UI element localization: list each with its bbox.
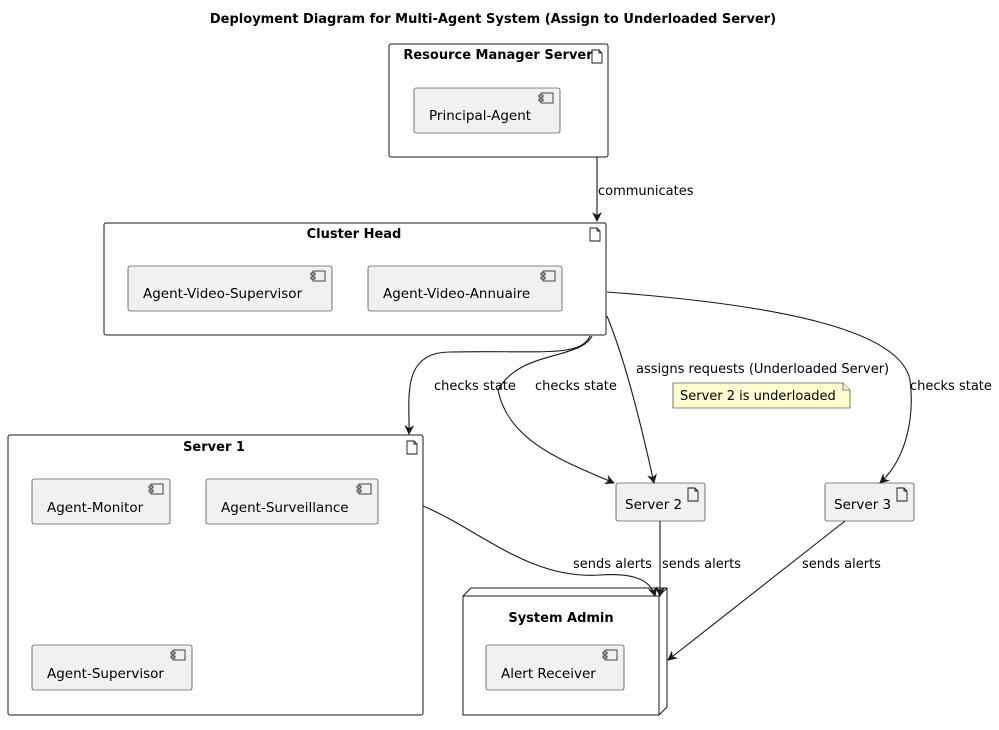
component-label: Principal-Agent xyxy=(429,108,531,124)
server3-label: Server 3 xyxy=(834,497,891,513)
resource-manager-label: Resource Manager Server xyxy=(403,48,593,63)
component-icon xyxy=(310,270,326,282)
component-icon xyxy=(602,649,618,661)
component-agent-video-annuaire: Agent-Video-Annuaire xyxy=(367,265,563,312)
server1-node: Server 1 Agent-Monitor Agent-Surveillanc… xyxy=(7,434,424,716)
component-alert-receiver: Alert Receiver xyxy=(485,644,625,691)
component-icon xyxy=(538,92,554,104)
system-admin-node: System Admin Alert Receiver xyxy=(462,587,668,716)
server1-label: Server 1 xyxy=(183,440,245,455)
resource-manager-node: Resource Manager Server Principal-Agent xyxy=(388,43,609,158)
diagram-title: Deployment Diagram for Multi-Agent Syste… xyxy=(210,12,776,27)
edge-label-communicates: communicates xyxy=(598,184,694,199)
component-label: Agent-Monitor xyxy=(47,500,144,516)
component-icon xyxy=(170,649,186,661)
edge-label-assigns-requests: assigns requests (Underloaded Server) xyxy=(636,362,889,377)
component-icon xyxy=(356,483,372,495)
component-agent-video-supervisor: Agent-Video-Supervisor xyxy=(127,265,333,312)
edge-checks-state-server1 xyxy=(404,335,591,435)
server2-label: Server 2 xyxy=(625,497,682,513)
note: Server 2 is underloaded xyxy=(672,382,851,409)
cluster-head-label: Cluster Head xyxy=(307,227,402,242)
component-label: Agent-Surveillance xyxy=(221,500,349,516)
component-agent-supervisor: Agent-Supervisor xyxy=(31,644,193,691)
edge-label-sends-alerts-server1: sends alerts xyxy=(573,557,652,572)
server2-node: Server 2 xyxy=(615,482,706,522)
note-text: Server 2 is underloaded xyxy=(680,389,836,404)
edge-label-sends-alerts-server2: sends alerts xyxy=(662,557,741,572)
edge-label-checks-state-server3: checks state xyxy=(910,379,992,394)
cluster-head-node: Cluster Head Agent-Video-Supervisor Agen… xyxy=(103,222,607,336)
server3-node: Server 3 xyxy=(824,482,915,522)
component-label: Alert Receiver xyxy=(501,666,596,682)
component-label: Agent-Video-Supervisor xyxy=(143,286,303,302)
edge-label-sends-alerts-server3: sends alerts xyxy=(802,557,881,572)
component-icon xyxy=(540,270,556,282)
component-label: Agent-Supervisor xyxy=(47,666,164,682)
component-icon xyxy=(148,483,164,495)
component-principal-agent: Principal-Agent xyxy=(413,87,561,134)
edge-sends-alerts-server3 xyxy=(667,520,846,661)
component-agent-monitor: Agent-Monitor xyxy=(31,478,171,525)
component-label: Agent-Video-Annuaire xyxy=(383,286,530,302)
edge-label-checks-state-server2: checks state xyxy=(535,379,617,394)
edge-checks-state-server2 xyxy=(497,335,615,485)
edge-sends-alerts-server1 xyxy=(422,505,658,597)
component-agent-surveillance: Agent-Surveillance xyxy=(205,478,379,525)
edge-assigns-requests xyxy=(606,315,657,484)
system-admin-label: System Admin xyxy=(508,611,613,626)
edge-checks-state-server3 xyxy=(606,291,912,484)
edge-label-checks-state-server1: checks state xyxy=(434,379,516,394)
